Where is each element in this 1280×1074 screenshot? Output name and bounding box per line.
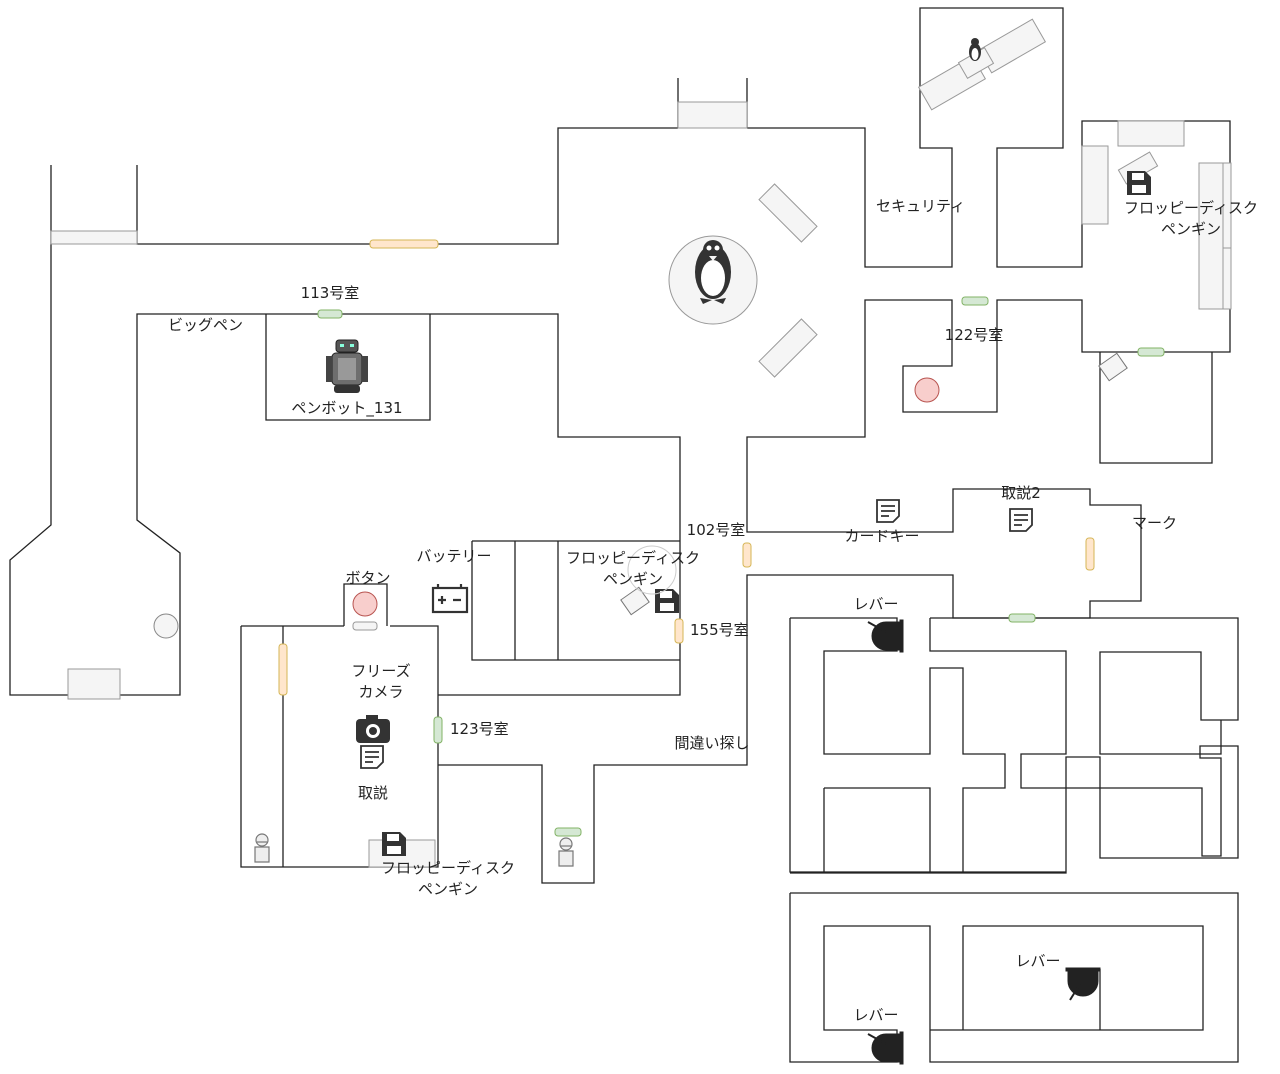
knight-icon — [254, 833, 574, 867]
security-label: セキュリティ — [876, 197, 966, 215]
floppy-ne-label-1: フロッピーディスク — [1124, 199, 1258, 217]
floppy-ne-label-2: ペンギン — [1160, 220, 1222, 238]
manual-label: 取説 — [357, 784, 389, 802]
cardkey-label: カードキー — [844, 527, 920, 545]
floppy-disk-icon — [382, 171, 1151, 856]
doors-green[interactable] — [317, 296, 1165, 837]
penguin-logo-icon — [668, 235, 758, 325]
room-123-label: 123号室 — [450, 720, 509, 738]
camera-icon — [356, 715, 390, 743]
penguin-small-icon — [969, 38, 981, 61]
robot-icon — [326, 339, 368, 393]
floppy-sw-label-2: ペンギン — [417, 880, 479, 898]
floppy-mid-label-2: ペンギン — [602, 570, 664, 588]
bigpen-label: ビッグペン — [168, 316, 244, 334]
red-button[interactable] — [352, 591, 378, 617]
spot-diff-label: 間違い探し — [674, 734, 750, 752]
grey-circle[interactable] — [153, 613, 179, 639]
red-button-122[interactable] — [914, 377, 940, 403]
manual2-label: 取説2 — [1001, 484, 1041, 502]
lever-label-2: レバー — [1015, 952, 1061, 970]
room-122-label: 122号室 — [944, 326, 1004, 344]
freeze-label-1: フリーズ — [351, 662, 411, 680]
lever-label-1: レバー — [853, 595, 899, 613]
battery-icon — [431, 584, 469, 614]
button-label: ボタン — [345, 569, 391, 587]
floppy-sw-label-1: フロッピーディスク — [381, 859, 515, 877]
door-grey[interactable] — [352, 621, 378, 631]
floppy-mid-label-1: フロッピーディスク — [566, 549, 700, 567]
walls — [9, 7, 1239, 1063]
lever-icon[interactable] — [867, 619, 1101, 1065]
room-155-label: 155号室 — [690, 621, 749, 639]
doors-orange[interactable] — [278, 239, 1095, 696]
room-113-label: 113号室 — [300, 284, 360, 302]
openings — [50, 101, 1232, 868]
mark-label: マーク — [1132, 514, 1178, 532]
document-icon — [360, 499, 1033, 769]
penbot-label: ペンボット_131 — [291, 399, 403, 417]
lever-label-3: レバー — [853, 1006, 899, 1024]
room-102-label: 102号室 — [686, 521, 746, 539]
freeze-label-2: カメラ — [358, 683, 404, 701]
battery-label: バッテリー — [416, 547, 492, 565]
chair-icon — [620, 352, 1128, 616]
